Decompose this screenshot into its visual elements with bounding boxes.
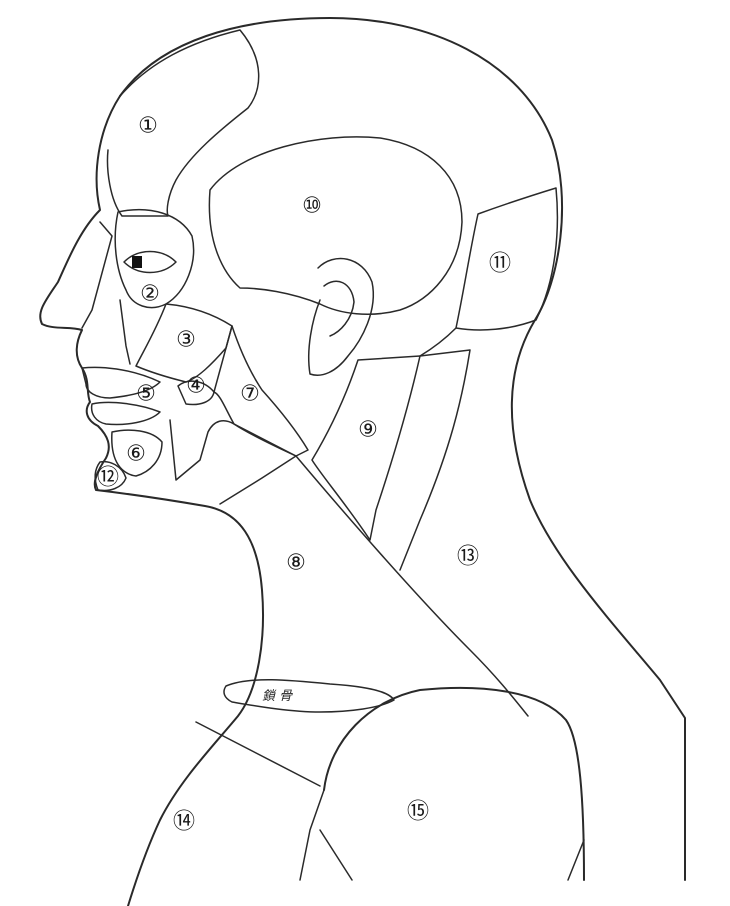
chest-line	[196, 722, 320, 786]
shoulder-outline	[324, 688, 584, 880]
region-label-14: ⑭	[173, 810, 195, 835]
region-15-line-left	[320, 830, 352, 880]
ear-outline	[309, 259, 374, 376]
eye-pupil	[132, 256, 142, 268]
region-marker-9: ⑨	[358, 418, 378, 443]
neck-division-line	[220, 456, 296, 504]
scm-line	[296, 456, 528, 716]
region-marker-13: ⑬	[457, 545, 479, 570]
nose-outline	[82, 222, 112, 328]
region-label-10: ⑩	[302, 194, 322, 219]
region-label-6: ⑥	[126, 442, 146, 467]
region-marker-3: ③	[176, 328, 196, 353]
region-marker-6: ⑥	[126, 442, 146, 467]
region-label-8: ⑧	[286, 551, 306, 576]
region-marker-15: ⑮	[407, 800, 429, 825]
nape-line	[400, 328, 470, 570]
region-label-2: ②	[140, 282, 160, 307]
region-label-5: ⑤	[136, 382, 156, 407]
region-marker-5: ⑤	[136, 382, 156, 407]
region-marker-2: ②	[140, 282, 160, 307]
head-silhouette	[120, 18, 685, 880]
region-marker-12: ⑫	[97, 466, 119, 491]
region-label-11: ⑪	[489, 252, 511, 277]
eye-icon	[124, 252, 176, 273]
region-7-outline	[214, 326, 308, 456]
jaw-line	[170, 420, 296, 480]
region-marker-11: ⑪	[489, 252, 511, 277]
region-label-4: ④	[186, 374, 206, 399]
region-label-15: ⑮	[407, 800, 429, 825]
region-marker-1: ①	[138, 114, 158, 139]
region-label-1: ①	[138, 114, 158, 139]
region-marker-14: ⑭	[173, 810, 195, 835]
region-15-line-right	[568, 840, 584, 880]
region-label-7: ⑦	[240, 382, 260, 407]
region-label-3: ③	[176, 328, 196, 353]
region-9-outline	[312, 356, 420, 540]
region-10-outline	[209, 137, 462, 314]
clavicle-label: 鎖 骨	[262, 689, 293, 704]
region-14-line	[300, 790, 324, 880]
region-label-13: ⑬	[457, 545, 479, 570]
ear-inner	[324, 281, 354, 336]
nose-line	[120, 300, 130, 364]
region-label-9: ⑨	[358, 418, 378, 443]
region-marker-8: ⑧	[286, 551, 306, 576]
region-1-outline	[108, 30, 259, 216]
region-marker-7: ⑦	[240, 382, 260, 407]
region-marker-10: ⑩	[302, 194, 322, 219]
face-profile	[40, 96, 263, 906]
region-label-12: ⑫	[97, 466, 119, 491]
region-marker-4: ④	[186, 374, 206, 399]
